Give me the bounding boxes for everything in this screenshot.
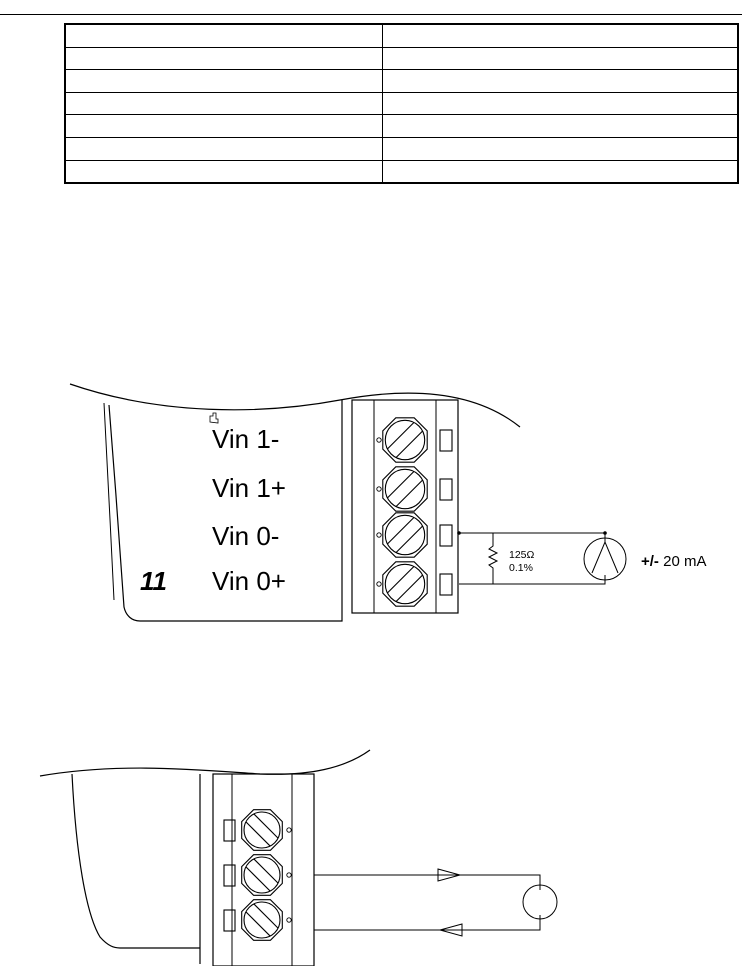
table-cell	[64, 114, 383, 138]
table-cell	[382, 22, 739, 48]
screw-terminal-icon	[382, 561, 428, 607]
module-body-outline	[39, 749, 371, 777]
terminal-slot	[439, 573, 453, 596]
table-row	[64, 159, 739, 185]
table-cell	[382, 136, 739, 161]
sensor-icon	[522, 884, 558, 920]
table-row	[64, 46, 739, 71]
module-body-left-edge	[71, 773, 200, 949]
module-number: 11	[140, 566, 167, 596]
current-source-icon	[583, 537, 627, 581]
table-row	[64, 69, 739, 93]
table-cell	[64, 69, 383, 93]
wiring-diagram-sensor	[39, 749, 558, 966]
table-cell	[382, 69, 739, 93]
module-body-outline	[69, 383, 521, 428]
header-rule	[0, 14, 742, 15]
terminal-slot	[439, 429, 453, 452]
resistor-tolerance-label: 0.1%	[509, 562, 533, 574]
terminal-label-vin0-minus: Vin 0-	[212, 521, 279, 551]
arrow-left-icon	[438, 923, 463, 937]
terminal-slot	[223, 864, 236, 887]
table-cell	[382, 46, 739, 71]
terminal-block	[212, 773, 315, 966]
resistor-value-label: 125Ω	[509, 549, 535, 561]
table-row	[64, 91, 739, 116]
terminal-screws	[376, 417, 453, 607]
terminal-slot	[439, 478, 453, 501]
screw-terminal-icon	[241, 899, 283, 941]
table-row	[64, 114, 739, 138]
terminal-slot	[223, 909, 236, 932]
terminal-screws	[223, 809, 292, 941]
current-source-label: +/- 20 mA	[641, 553, 706, 570]
table-cell	[64, 91, 383, 116]
terminal-slot	[439, 524, 453, 547]
screw-terminal-icon	[382, 417, 428, 463]
table-row	[64, 136, 739, 161]
table-row	[64, 22, 739, 48]
terminal-block	[351, 399, 459, 614]
terminal-slot	[223, 819, 236, 842]
terminal-label-vin1-minus: Vin 1-	[212, 424, 279, 454]
spec-table	[64, 22, 739, 185]
table-cell	[382, 159, 739, 185]
resistor-icon	[487, 533, 499, 584]
wiring-diagram-current-input: Vin 1- Vin 1+ Vin 0- Vin 0+ 11 125Ω 0.1%…	[69, 383, 706, 622]
table-cell	[64, 136, 383, 161]
screw-terminal-icon	[241, 854, 283, 896]
cursor-icon	[209, 412, 219, 424]
table-cell	[64, 159, 383, 185]
screw-terminal-icon	[382, 512, 428, 558]
screw-terminal-icon	[382, 466, 428, 512]
screw-terminal-icon	[241, 809, 283, 851]
table-cell	[64, 22, 383, 48]
table-cell	[64, 46, 383, 71]
terminal-label-vin1-plus: Vin 1+	[212, 473, 286, 503]
table-cell	[382, 91, 739, 116]
table-cell	[382, 114, 739, 138]
terminal-label-vin0-plus: Vin 0+	[212, 566, 286, 596]
arrow-right-icon	[437, 868, 462, 882]
module-body-left-edge	[103, 402, 115, 601]
